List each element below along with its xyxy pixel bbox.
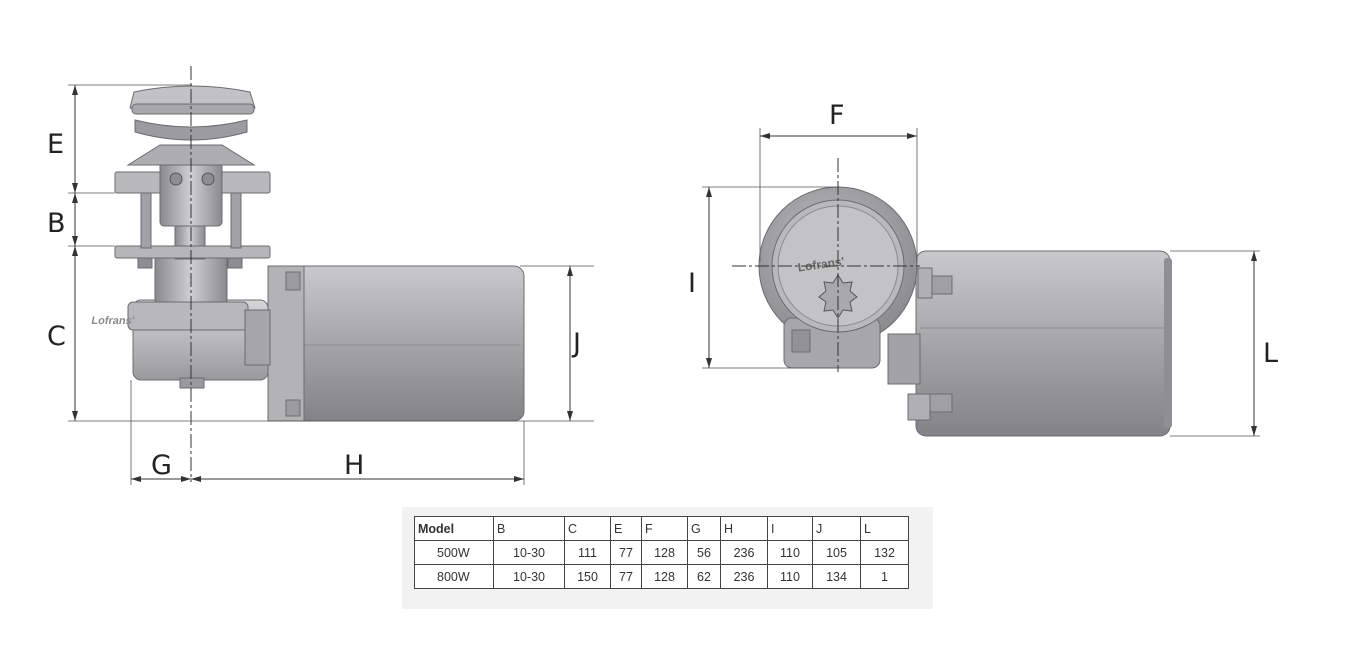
table-row: 500W 10-30 111 77 128 56 236 110 105 132 [414, 540, 909, 565]
windlass-dimension-drawing: Lofrans' [47, 66, 1278, 485]
header-f: F [641, 516, 688, 541]
cell-g: 56 [687, 540, 721, 565]
side-motor-body [271, 265, 525, 422]
dim-label-e: E [47, 129, 64, 160]
side-bolt-left [169, 172, 183, 186]
dim-label-b: B [47, 208, 66, 239]
table-row: 800W 10-30 150 77 128 62 236 110 134 1 [414, 564, 909, 589]
dim-label-c: C [47, 321, 66, 352]
header-c: C [564, 516, 611, 541]
cell-j: 134 [812, 564, 861, 589]
side-view: Lofrans' [47, 66, 594, 485]
dim-label-g: G [151, 450, 172, 481]
dim-label-f: F [829, 100, 845, 131]
cell-model: 500W [414, 540, 494, 565]
top-brand-mark: Lofrans' [797, 254, 845, 274]
header-j: J [812, 516, 861, 541]
cell-e: 77 [610, 540, 642, 565]
dim-label-j: J [571, 328, 581, 359]
spec-table-panel: Model B C E F G H I J L 500W 10-30 111 7… [402, 507, 933, 609]
header-i: I [767, 516, 813, 541]
header-b: B [493, 516, 565, 541]
cell-model: 800W [414, 564, 494, 589]
header-h: H [720, 516, 768, 541]
top-motor-body [915, 250, 1171, 437]
side-deck-base [114, 245, 271, 259]
dim-label-i: I [688, 268, 696, 299]
dim-label-l: L [1263, 338, 1278, 369]
cell-c: 150 [564, 564, 611, 589]
cell-b: 10-30 [493, 564, 565, 589]
cell-e: 77 [610, 564, 642, 589]
top-view: Lofrans' F I L [688, 100, 1278, 437]
cell-b: 10-30 [493, 540, 565, 565]
header-g: G [687, 516, 721, 541]
header-model: Model [414, 516, 494, 541]
cell-c: 111 [564, 540, 611, 565]
dim-label-h: H [344, 450, 364, 481]
cell-f: 128 [641, 540, 688, 565]
cell-j: 105 [812, 540, 861, 565]
spec-table: Model B C E F G H I J L 500W 10-30 111 7… [414, 516, 909, 589]
side-brand-mark: Lofrans' [90, 315, 135, 327]
cell-h: 236 [720, 540, 768, 565]
cell-g: 62 [687, 564, 721, 589]
side-bolt-right [201, 172, 215, 186]
cell-l: 1 [860, 564, 909, 589]
cell-l: 132 [860, 540, 909, 565]
header-l: L [860, 516, 909, 541]
cell-i: 110 [767, 564, 813, 589]
spec-table-header-row: Model B C E F G H I J L [414, 516, 909, 541]
cell-h: 236 [720, 564, 768, 589]
cell-i: 110 [767, 540, 813, 565]
header-e: E [610, 516, 642, 541]
cell-f: 128 [641, 564, 688, 589]
